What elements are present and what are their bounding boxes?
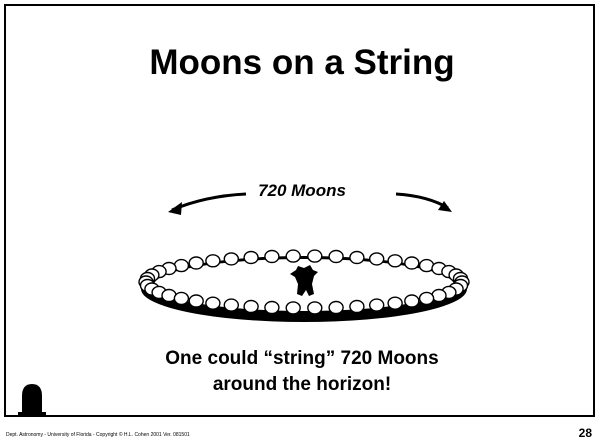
- moon-bead: [308, 302, 322, 314]
- moon-bead: [189, 257, 203, 269]
- moon-bead: [174, 292, 188, 304]
- page-number: 28: [579, 426, 592, 440]
- moon-bead: [224, 299, 238, 311]
- moon-bead: [350, 252, 364, 264]
- moon-bead: [329, 251, 343, 263]
- moon-bead: [370, 253, 384, 265]
- moon-bead: [265, 251, 279, 263]
- curved-arrow-right-icon: [396, 194, 452, 212]
- moon-bead: [206, 255, 220, 267]
- moon-bead: [388, 297, 402, 309]
- slide-caption: One could “string” 720 Moons around the …: [0, 346, 604, 398]
- moon-bead: [286, 302, 300, 314]
- moon-bead: [265, 302, 279, 314]
- moon-bead: [224, 253, 238, 265]
- footer-text: Dept. Astronomy - University of Florida …: [6, 432, 190, 438]
- moon-bead: [329, 302, 343, 314]
- moon-bead: [244, 301, 258, 313]
- moon-bead: [244, 252, 258, 264]
- moon-bead: [350, 301, 364, 313]
- moon-bead: [388, 255, 402, 267]
- curved-arrow-left-icon: [168, 194, 246, 215]
- moon-bead: [405, 295, 419, 307]
- caption-line-2: around the horizon!: [0, 372, 604, 398]
- moon-bead: [370, 299, 384, 311]
- moon-bead: [405, 257, 419, 269]
- moon-bead: [286, 250, 300, 262]
- moon-bead: [189, 295, 203, 307]
- moon-bead: [206, 297, 220, 309]
- caption-line-1: One could “string” 720 Moons: [0, 346, 604, 372]
- moon-bead: [308, 250, 322, 262]
- moon-bead: [420, 292, 434, 304]
